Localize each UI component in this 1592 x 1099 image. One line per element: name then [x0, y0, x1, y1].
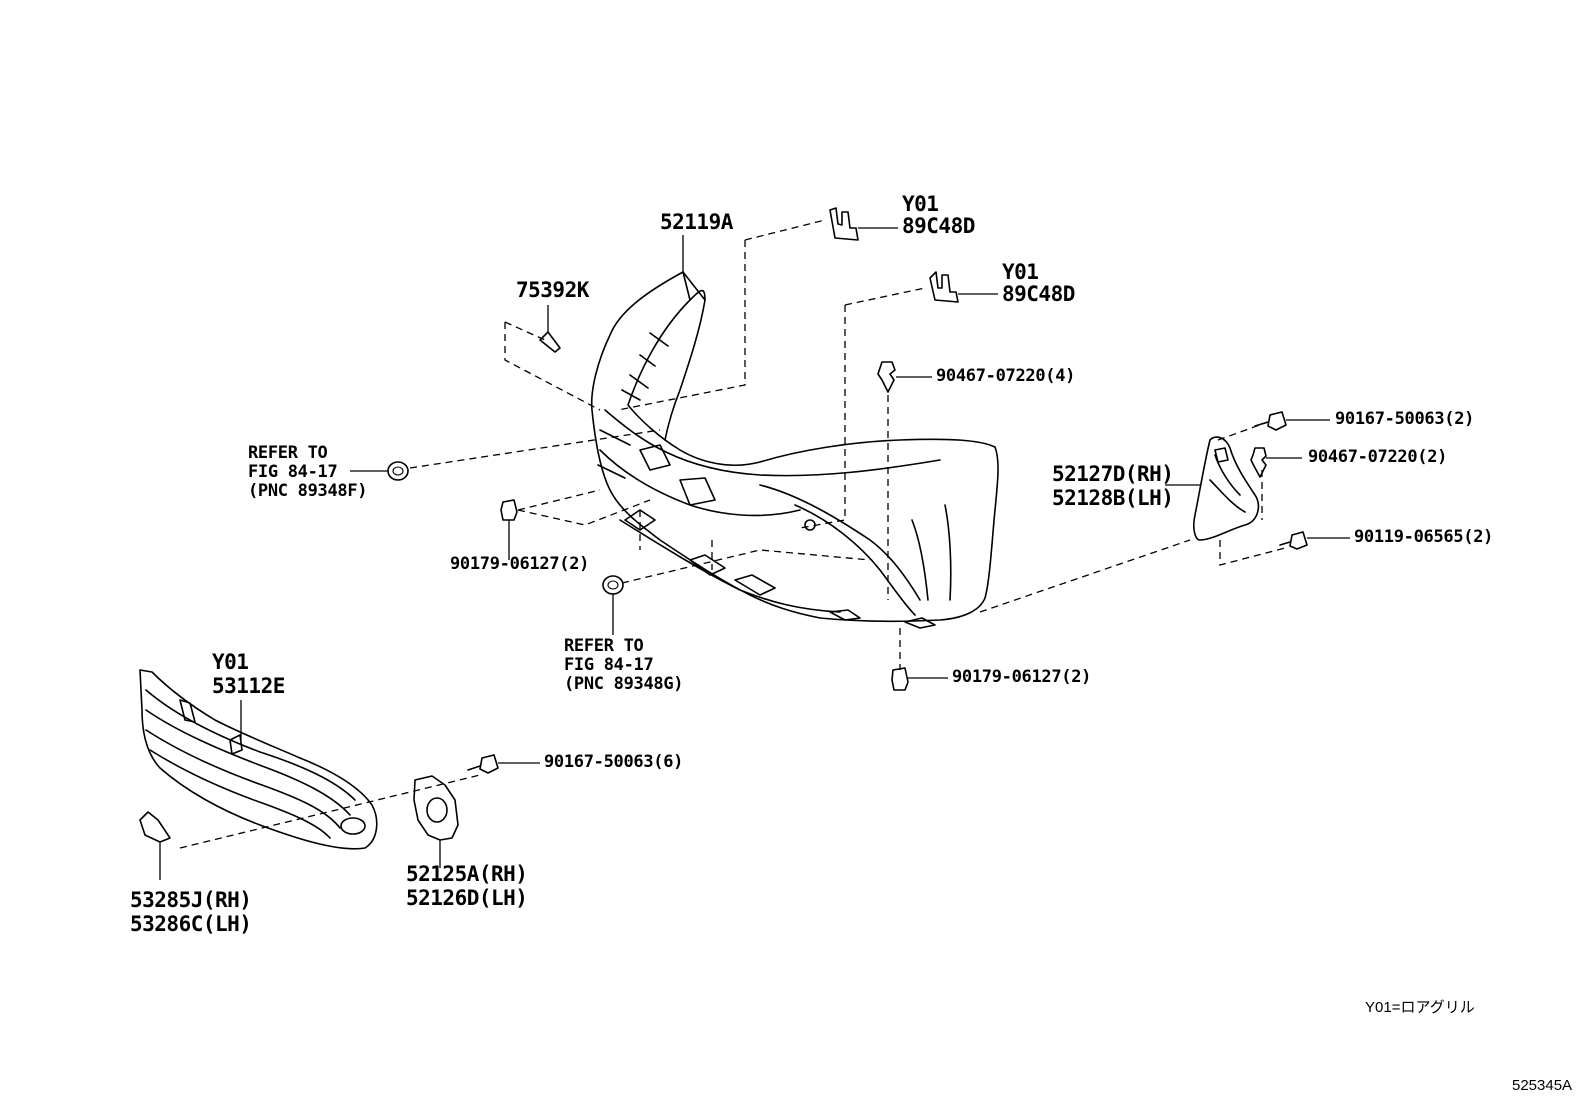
- bracket-89c48d-upper: [829, 207, 898, 241]
- label-53285j: 53285J(RH): [130, 888, 252, 912]
- bolt-90167-grille: [467, 754, 540, 774]
- lower-grille-53112e: [139, 669, 378, 850]
- label-89c48d-upper: 89C48D: [902, 214, 975, 238]
- label-y01-grille: Y01: [212, 650, 249, 674]
- label-y01-upper: Y01: [902, 192, 939, 216]
- bracket-52125a: [413, 775, 459, 868]
- side-retainer-52127d: [1165, 436, 1260, 541]
- grommet-89348g: [602, 575, 624, 635]
- label-refer-b-line2: FIG 84-17: [564, 655, 654, 675]
- label-75392k: 75392K: [516, 278, 589, 302]
- label-y01-lower: Y01: [1002, 260, 1039, 284]
- label-90179-06127-lower: 90179-06127(2): [952, 667, 1092, 687]
- clip-90467-upper: [877, 361, 932, 393]
- bumper-cover: [590, 271, 999, 629]
- label-90179-06127-upper: 90179-06127(2): [450, 554, 590, 574]
- clip-75392k: [539, 305, 561, 353]
- label-52127d: 52127D(RH): [1052, 462, 1174, 486]
- cover-53285j: [139, 811, 171, 880]
- label-52128b: 52128B(LH): [1052, 486, 1174, 510]
- label-refer-b-line1: REFER TO: [564, 636, 644, 656]
- label-90167-50063-6: 90167-50063(6): [544, 752, 684, 772]
- label-90467-07220-4: 90467-07220(4): [936, 366, 1076, 386]
- label-refer-b-line3: (PNC 89348G): [564, 674, 684, 694]
- nut-90179-upper: [500, 499, 518, 560]
- label-53286c: 53286C(LH): [130, 912, 252, 936]
- bolt-90167-upper: [1254, 411, 1330, 431]
- label-52119a: 52119A: [660, 210, 733, 234]
- label-52125a: 52125A(RH): [406, 862, 528, 886]
- label-53112e: 53112E: [212, 674, 285, 698]
- label-refer-a-line1: REFER TO: [248, 443, 328, 463]
- dashed-leaders: [179, 219, 1286, 849]
- label-refer-a-line2: FIG 84-17: [248, 462, 338, 482]
- label-89c48d-lower: 89C48D: [1002, 282, 1075, 306]
- label-90167-50063-2: 90167-50063(2): [1335, 409, 1475, 429]
- label-52126d: 52126D(LH): [406, 886, 528, 910]
- label-90467-07220-2: 90467-07220(2): [1308, 447, 1448, 467]
- bracket-89c48d-lower: [929, 271, 998, 303]
- grommet-89348f: [350, 461, 409, 481]
- clip-90467-side: [1250, 447, 1302, 478]
- label-90119-06565-2: 90119-06565(2): [1354, 527, 1494, 547]
- legend-note: Y01=ロアグリル: [1365, 999, 1475, 1016]
- bolt-90119: [1279, 531, 1350, 550]
- label-refer-a-line3: (PNC 89348F): [248, 481, 368, 501]
- figure-id: 525345A: [1512, 1077, 1573, 1094]
- nut-90179-lower: [891, 667, 948, 691]
